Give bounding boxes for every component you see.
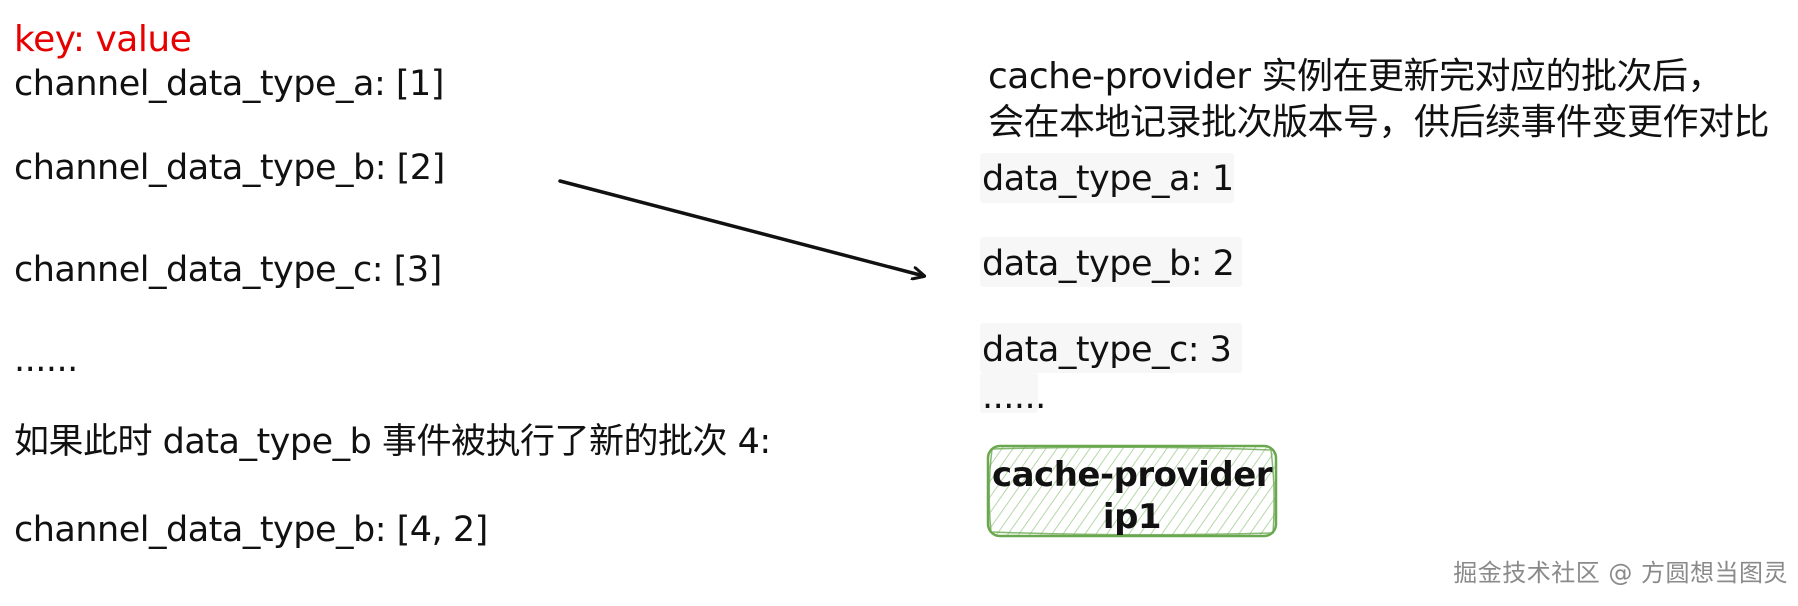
- condition-text: 如果此时 data_type_b 事件被执行了新的批次 4:: [14, 422, 771, 462]
- legend-key-value: key: value: [14, 19, 192, 60]
- node-sketch-box: [986, 444, 1278, 538]
- node-label-line-1: cache-provider: [991, 455, 1273, 495]
- highlight-c: [980, 323, 1242, 373]
- highlight-ellipsis: [980, 373, 1038, 413]
- watermark-text: 掘金技术社区 @ 方圆想当图灵: [1453, 559, 1788, 587]
- cache-provider-note: cache-provider 实例在更新完对应的批次后， 会在本地记录批次版本号…: [988, 54, 1770, 146]
- channel-entry-b: channel_data_type_b: [2]: [14, 148, 445, 188]
- highlight-b: [980, 237, 1242, 287]
- version-entry-b: data_type_b: 2: [982, 244, 1235, 284]
- channel-entry-c: channel_data_type_c: [3]: [14, 250, 442, 290]
- version-entry-c: data_type_c: 3: [982, 330, 1232, 370]
- ellipsis-right: ......: [982, 377, 1046, 417]
- node-label-line-2: ip1: [1102, 497, 1162, 537]
- version-entry-a: data_type_a: 1: [982, 159, 1234, 199]
- note-line-1: cache-provider 实例在更新完对应的批次后，: [988, 56, 1724, 97]
- note-line-2: 会在本地记录批次版本号，供后续事件变更作对比: [988, 102, 1770, 143]
- cache-provider-node: cache-provider ip1: [984, 442, 1280, 540]
- channel-entry-a: channel_data_type_a: [1]: [14, 64, 444, 104]
- channel-entry-b-updated: channel_data_type_b: [4, 2]: [14, 510, 488, 550]
- node-label: cache-provider ip1: [984, 454, 1280, 538]
- highlight-a: [980, 153, 1234, 203]
- ellipsis-left: ......: [14, 340, 78, 380]
